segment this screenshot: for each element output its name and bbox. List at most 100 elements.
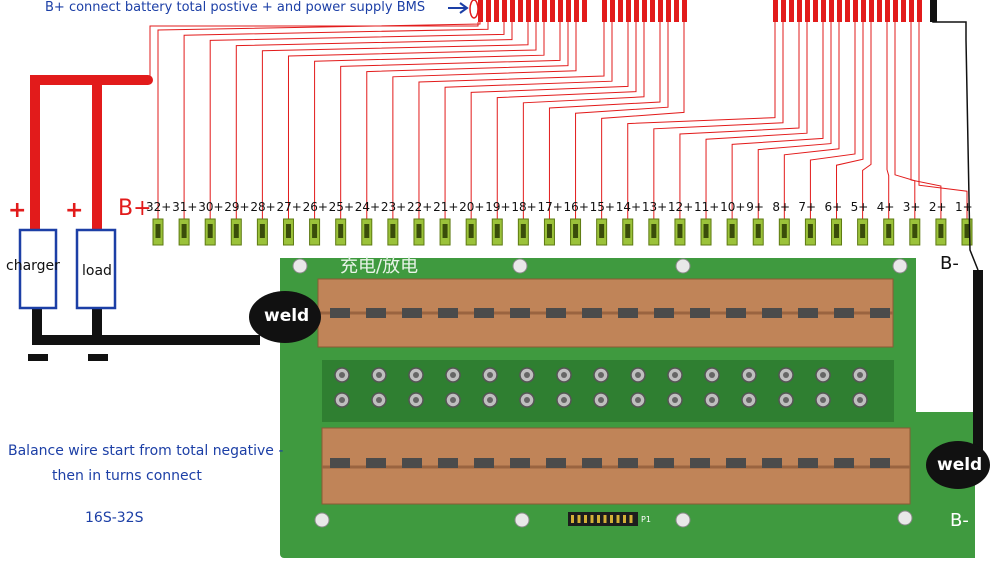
mosfet-screw-center xyxy=(561,372,567,378)
header-pin xyxy=(901,0,906,22)
solder-pad xyxy=(726,458,746,468)
cell-label: 2+ xyxy=(928,200,947,214)
board-b-minus-label: B- xyxy=(950,510,969,531)
balance-wire xyxy=(783,22,840,219)
cell-connector-pin xyxy=(912,224,918,238)
connector-pin xyxy=(623,515,626,523)
cell-connector-pin xyxy=(390,224,396,238)
cell-label: 32+ xyxy=(146,200,172,214)
b-minus-wire xyxy=(32,270,983,460)
b-plus-sense-wire xyxy=(149,22,479,80)
balance-wire xyxy=(886,22,890,219)
mosfet-screw-center xyxy=(635,397,641,403)
mosfet-screw-center xyxy=(820,372,826,378)
balance-wire xyxy=(314,22,545,219)
header-pin xyxy=(634,0,639,22)
balance-wire xyxy=(653,22,784,219)
header-pin xyxy=(550,0,555,22)
header-pin xyxy=(813,0,818,22)
connector-pin xyxy=(597,515,600,523)
header-pin xyxy=(618,0,623,22)
mosfet-screw-center xyxy=(376,397,382,403)
header-pin xyxy=(877,0,882,22)
header-pin xyxy=(502,0,507,22)
solder-pad xyxy=(690,308,710,318)
mosfet-screw-center xyxy=(783,372,789,378)
header-pin xyxy=(789,0,794,22)
cell-connector-pin xyxy=(964,224,970,238)
header-pin xyxy=(650,0,655,22)
header-pin xyxy=(526,0,531,22)
cell-label: 19+ xyxy=(485,200,511,214)
cell-connector-pin xyxy=(755,224,761,238)
header-pin xyxy=(845,0,850,22)
cell-connector-pin xyxy=(155,224,161,238)
mosfet-screw-center xyxy=(339,372,345,378)
header-pin xyxy=(861,0,866,22)
solder-pad xyxy=(402,308,422,318)
header-pin xyxy=(610,0,615,22)
cell-label: 31+ xyxy=(172,200,198,214)
header-pin xyxy=(837,0,842,22)
balance-wire xyxy=(809,22,856,219)
solder-pad xyxy=(690,458,710,468)
header-pin xyxy=(797,0,802,22)
solder-pad xyxy=(762,458,782,468)
cell-label: 18+ xyxy=(511,200,537,214)
cell-connector-pin xyxy=(860,224,866,238)
cell-connector-pin xyxy=(181,224,187,238)
mosfet-screw-center xyxy=(857,397,863,403)
mosfet-screw-center xyxy=(857,372,863,378)
mounting-hole xyxy=(512,258,528,274)
cell-label: 7+ xyxy=(798,200,817,214)
solder-pad xyxy=(474,458,494,468)
cell-connector-pin xyxy=(259,224,265,238)
cell-label: 14+ xyxy=(615,200,642,214)
balance-wire xyxy=(894,22,916,219)
solder-pad xyxy=(798,308,818,318)
mosfet-screw-center xyxy=(746,372,752,378)
cell-connector-pin xyxy=(886,224,892,238)
mosfet-screw-center xyxy=(487,397,493,403)
mosfet-screw-center xyxy=(672,372,678,378)
solder-pad xyxy=(654,308,674,318)
solder-pad xyxy=(870,308,890,318)
header-pin xyxy=(885,0,890,22)
mosfet-screw-center xyxy=(524,397,530,403)
cell-label: 15+ xyxy=(589,200,615,214)
cell-label: 28+ xyxy=(250,200,276,214)
solder-pad xyxy=(366,458,386,468)
weld-left-label: weld xyxy=(264,306,310,326)
balance-note-line2: then in turns connect xyxy=(52,468,202,484)
mosfet-screw-center xyxy=(598,372,604,378)
load-label: load xyxy=(82,263,112,279)
solder-pad xyxy=(762,308,782,318)
cell-label: 27+ xyxy=(276,200,302,214)
cell-label: 29+ xyxy=(224,200,250,214)
header-pin xyxy=(574,0,579,22)
connector-pin xyxy=(610,515,613,523)
mosfet-screw-center xyxy=(450,372,456,378)
cell-connector-pin xyxy=(468,224,474,238)
cell-label: 8+ xyxy=(772,200,791,214)
header-pin xyxy=(658,0,663,22)
header-pin xyxy=(486,0,491,22)
mosfet-screw-center xyxy=(783,397,789,403)
cell-connector-pin xyxy=(781,224,787,238)
b-plus-note: B+ connect battery total postive + and p… xyxy=(45,0,426,15)
solder-pad xyxy=(330,308,350,318)
cell-connector-pin xyxy=(285,224,291,238)
header-pin xyxy=(566,0,571,22)
connector-pin xyxy=(616,515,620,523)
solder-pad xyxy=(726,308,746,318)
connector-label: P1 xyxy=(641,515,651,524)
balance-wire xyxy=(418,22,605,219)
cell-connector-pin xyxy=(573,224,579,238)
cell-connector-pin xyxy=(651,224,657,238)
solder-pad xyxy=(618,308,638,318)
balance-wire xyxy=(910,22,942,219)
b-minus-label: B- xyxy=(940,253,959,274)
header-pin xyxy=(642,0,647,22)
header-pin xyxy=(582,0,587,22)
solder-pad xyxy=(510,458,530,468)
